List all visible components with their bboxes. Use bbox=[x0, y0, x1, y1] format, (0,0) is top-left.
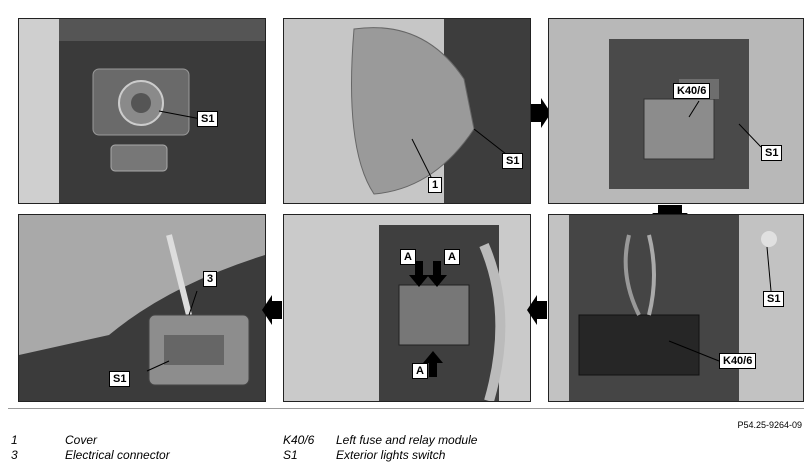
photo-module-wiring bbox=[549, 215, 803, 401]
callout-s1: S1 bbox=[761, 145, 783, 161]
legend-text: Cover bbox=[65, 433, 98, 447]
photo-cover bbox=[284, 19, 530, 203]
callout-s1: S1 bbox=[502, 153, 524, 169]
arrow-right-icon bbox=[531, 98, 551, 128]
callout-a: A bbox=[444, 249, 460, 265]
callout-a: A bbox=[412, 363, 428, 379]
photo-switch-removed bbox=[19, 215, 265, 401]
photo-fuse-module bbox=[549, 19, 803, 203]
legend-text-right: Left fuse and relay module Exterior ligh… bbox=[336, 433, 477, 463]
callout-s1: S1 bbox=[763, 291, 785, 307]
callout-k40-6: K40/6 bbox=[719, 353, 757, 369]
photo-release-tabs bbox=[284, 215, 530, 401]
callout-k40-6: K40/6 bbox=[673, 83, 711, 99]
legend-keys-left: 1 3 bbox=[11, 433, 18, 463]
legend-key: 1 bbox=[11, 433, 18, 447]
callout-a: A bbox=[400, 249, 416, 265]
legend-text: Electrical connector bbox=[65, 448, 170, 462]
legend-text-left: Cover Electrical connector bbox=[65, 433, 170, 463]
callout-3: 3 bbox=[203, 271, 218, 287]
legend-text: Exterior lights switch bbox=[336, 448, 446, 462]
photo-panel-4: S1 K40/6 bbox=[548, 214, 804, 402]
legend-keys-right: K40/6 S1 bbox=[283, 433, 314, 463]
arrow-left-icon bbox=[262, 295, 282, 325]
photo-panel-1: S1 bbox=[18, 18, 266, 204]
photo-panel-3: K40/6 S1 bbox=[548, 18, 804, 204]
photo-panel-5: A A A bbox=[283, 214, 531, 402]
photo-panel-6: 3 S1 bbox=[18, 214, 266, 402]
photo-panel-2: S1 1 bbox=[283, 18, 531, 204]
callout-1: 1 bbox=[428, 177, 443, 193]
legend-key: S1 bbox=[283, 448, 298, 462]
legend-key: 3 bbox=[11, 448, 18, 462]
document-reference: P54.25-9264-09 bbox=[737, 420, 802, 430]
divider bbox=[8, 408, 804, 409]
legend-text: Left fuse and relay module bbox=[336, 433, 478, 447]
photo-dashboard-switch bbox=[19, 19, 265, 203]
callout-s1: S1 bbox=[197, 111, 219, 127]
arrow-left-icon bbox=[527, 295, 547, 325]
legend-key: K40/6 bbox=[283, 433, 315, 447]
callout-s1: S1 bbox=[109, 371, 131, 387]
